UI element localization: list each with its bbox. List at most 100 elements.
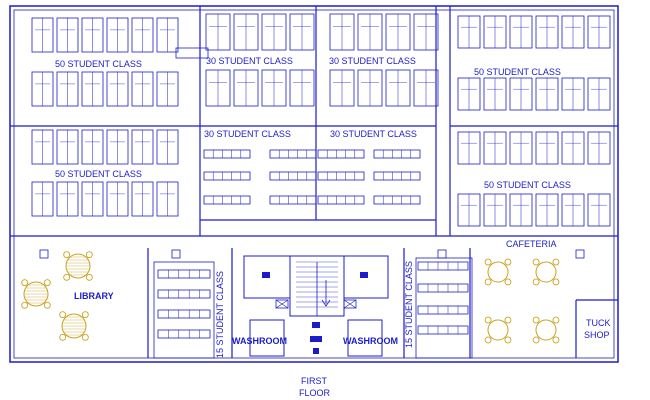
desk-group (31, 71, 54, 107)
chair (504, 316, 512, 324)
desk-group (156, 71, 179, 107)
chair (59, 311, 67, 319)
desk-group (483, 77, 507, 111)
chair (504, 278, 512, 286)
desk-group (156, 181, 179, 217)
bench (157, 289, 211, 299)
label-shop: SHOP (584, 330, 610, 340)
teacher-desk (175, 47, 209, 59)
desk-group (261, 13, 287, 51)
column-marker (171, 249, 181, 259)
desk-group (385, 69, 411, 107)
desk-group (535, 15, 559, 49)
core-fixture (313, 348, 319, 354)
desk-group (457, 15, 481, 49)
duct-right-cross (343, 299, 357, 309)
label-30-student-class-top-left: 30 STUDENT CLASS (206, 56, 293, 66)
round-table (487, 319, 509, 341)
label-cafeteria: CAFETERIA (506, 239, 557, 249)
desk-group (289, 69, 315, 107)
desk-group (413, 13, 439, 51)
desk-group (106, 129, 129, 165)
bench (417, 283, 469, 293)
desk-group (483, 15, 507, 49)
label-50-student-class-right-mid: 50 STUDENT CLASS (484, 180, 571, 190)
bench-group (203, 149, 251, 159)
column-marker (575, 249, 585, 259)
bench-group (317, 171, 365, 181)
round-table-group (484, 316, 512, 344)
desk-group (457, 77, 481, 111)
bench (317, 195, 365, 205)
desk-group (261, 69, 287, 107)
desk-group (131, 71, 154, 107)
desk-group (131, 129, 154, 165)
bench-group (203, 195, 251, 205)
duct-left (275, 299, 289, 309)
desk-group (457, 131, 481, 165)
chair (21, 279, 29, 287)
bench-group (269, 195, 317, 205)
chair (532, 258, 540, 266)
bench-group (157, 289, 211, 299)
chair (532, 278, 540, 286)
stair-arrow-head (321, 299, 331, 307)
bench-group (157, 309, 211, 319)
desk-group (483, 193, 507, 227)
chair (63, 273, 71, 281)
desk-group (56, 17, 79, 53)
outer-walls (9, 5, 619, 363)
bench (157, 329, 211, 339)
bench-group (317, 195, 365, 205)
chair (504, 258, 512, 266)
round-table-group (532, 316, 560, 344)
desk-group (357, 69, 383, 107)
chair (484, 316, 492, 324)
bench-group (417, 305, 469, 315)
chair (484, 258, 492, 266)
label-30-student-class-mid-right: 30 STUDENT CLASS (330, 129, 417, 139)
desk-group (561, 15, 585, 49)
bench (157, 309, 211, 319)
bench (373, 195, 421, 205)
core-fixture (310, 336, 322, 342)
label-15-student-class-left: 15 STUDENT CLASS (215, 271, 225, 358)
bench-group (269, 171, 317, 181)
label-washroom-left: WASHROOM (232, 336, 287, 346)
chair (484, 336, 492, 344)
desk-group (233, 69, 259, 107)
desk-group (81, 17, 104, 53)
desk-group (156, 17, 179, 53)
chair (552, 278, 560, 286)
chair (504, 336, 512, 344)
chair (532, 336, 540, 344)
shaft-fixture (360, 272, 368, 278)
desk-group (56, 129, 79, 165)
desk-group (509, 15, 533, 49)
desk-group (587, 15, 611, 49)
bench (269, 171, 317, 181)
bench (417, 261, 469, 271)
chair (43, 279, 51, 287)
chair (552, 336, 560, 344)
desk-group (561, 193, 585, 227)
washroom-left-room (249, 319, 285, 357)
desk-group (81, 71, 104, 107)
core-fixture (312, 322, 320, 328)
bench (317, 171, 365, 181)
bench (373, 171, 421, 181)
bench-group (269, 149, 317, 159)
bench-group (373, 149, 421, 159)
label-50-student-class-top: 50 STUDENT CLASS (55, 59, 142, 69)
bench (317, 149, 365, 159)
duct-left-cross (275, 299, 289, 309)
bench-group (417, 325, 469, 335)
bench (203, 171, 251, 181)
desk-group (106, 71, 129, 107)
chair (85, 273, 93, 281)
bench-group (373, 171, 421, 181)
round-table (535, 261, 557, 283)
shaft-fixture (262, 272, 270, 278)
desk-group (561, 77, 585, 111)
desk-group (535, 193, 559, 227)
